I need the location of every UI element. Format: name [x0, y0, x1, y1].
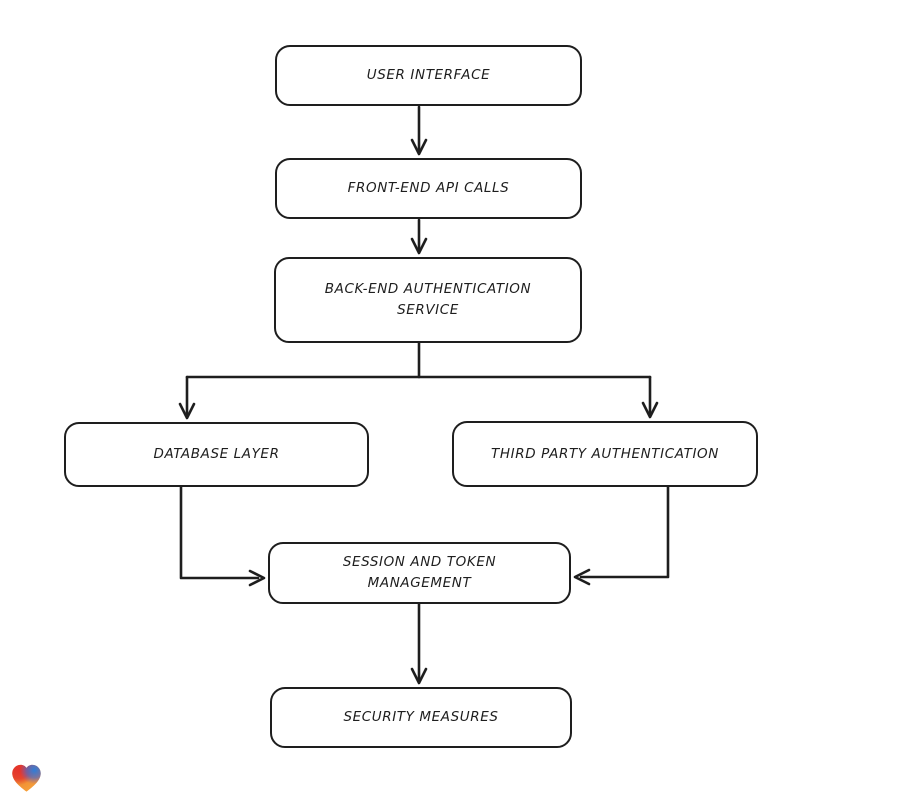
node-security-measures-label: SECURITY MEASURES — [343, 709, 499, 725]
edge-session-to-security — [410, 602, 428, 685]
edge-database-to-session — [179, 485, 266, 587]
node-user-interface-label: USER INTERFACE — [366, 67, 491, 83]
edge-front-end-api-to-back-end-auth — [410, 218, 428, 255]
node-database-layer-label: DATABASE LAYER — [153, 446, 280, 462]
node-security-measures[interactable]: SECURITY MEASURES — [270, 687, 572, 748]
heart-logo-icon — [12, 764, 41, 792]
node-database-layer[interactable]: DATABASE LAYER — [64, 422, 369, 487]
node-back-end-authentication-service[interactable]: BACK-END AUTHENTICATION SERVICE — [274, 257, 582, 343]
node-third-party-authentication[interactable]: THIRD PARTY AUTHENTICATION — [452, 421, 758, 487]
edge-third-party-to-session — [573, 485, 670, 586]
node-front-end-api-calls-label: FRONT-END API CALLS — [347, 180, 510, 196]
node-session-and-token-management-label: SESSION AND TOKEN MANAGEMENT — [342, 554, 497, 591]
edge-user-interface-to-front-end-api — [410, 105, 428, 156]
node-session-and-token-management[interactable]: SESSION AND TOKEN MANAGEMENT — [268, 542, 571, 604]
node-third-party-authentication-label: THIRD PARTY AUTHENTICATION — [491, 445, 719, 462]
node-user-interface[interactable]: USER INTERFACE — [275, 45, 582, 106]
node-front-end-api-calls[interactable]: FRONT-END API CALLS — [275, 158, 582, 219]
edge-back-end-auth-branch — [178, 341, 659, 420]
node-back-end-authentication-service-label: BACK-END AUTHENTICATION SERVICE — [324, 281, 532, 318]
